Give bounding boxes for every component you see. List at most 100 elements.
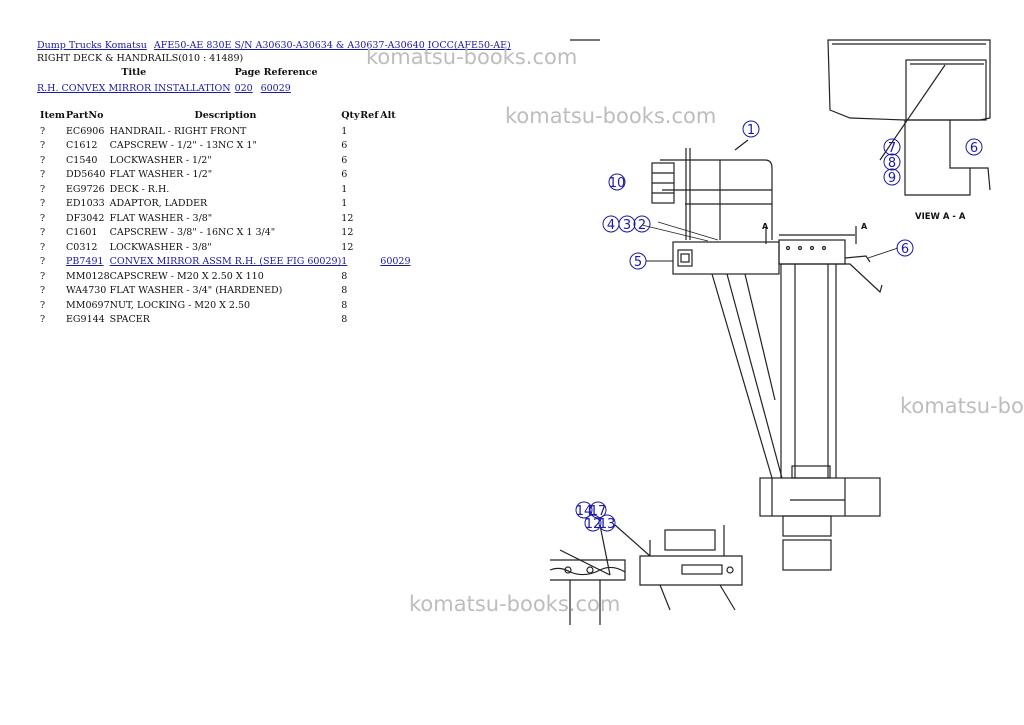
callout-balloon <box>584 514 602 532</box>
parts-qty: 1 <box>341 125 348 137</box>
parts-description: FLAT WASHER - 3/8" <box>109 212 213 224</box>
parts-ref <box>360 226 380 241</box>
parts-qty: 6 <box>341 154 348 166</box>
watermark: komatsu-books.com <box>366 45 578 69</box>
callout-number: 6 <box>970 141 978 156</box>
callout-balloon <box>883 153 901 171</box>
callout-balloon <box>575 501 593 519</box>
parts-item: ? <box>40 241 46 253</box>
header-item: Item <box>40 110 65 121</box>
parts-alt <box>380 168 410 183</box>
callout-balloon <box>965 138 983 156</box>
parts-ref <box>360 298 380 313</box>
parts-description-link[interactable]: CONVEX MIRROR ASSM R.H. (SEE FIG 60029) <box>109 256 342 268</box>
parts-ref <box>360 168 380 183</box>
section-marker: A <box>861 222 868 231</box>
parts-qty: 6 <box>341 140 348 152</box>
parts-qty: 6 <box>341 169 348 181</box>
parts-row: ? PB7491 CONVEX MIRROR ASSM R.H. (SEE FIG … <box>40 255 411 270</box>
parts-partno: EG9144 <box>66 314 105 326</box>
parts-item: ? <box>40 183 46 195</box>
parts-item: ? <box>40 285 46 297</box>
parts-description: LOCKWASHER - 3/8" <box>109 241 212 253</box>
parts-partno: DD5640 <box>66 169 106 181</box>
parts-item: ? <box>40 154 46 166</box>
parts-description: CAPSCREW - 1/2" - 13NC X 1" <box>109 140 257 152</box>
callout-balloon <box>883 138 901 156</box>
parts-ref <box>360 284 380 299</box>
parts-item: ? <box>40 256 46 268</box>
parts-ref <box>360 182 380 197</box>
callout-balloon <box>629 252 647 270</box>
page-reference-table: Title Page Reference R.H. CONVEX MIRROR … <box>37 67 322 94</box>
deck-rh: A A <box>672 222 883 294</box>
breadcrumb-link-model[interactable]: AFE50-AE 830E S/N A30630-A30634 & A30637… <box>153 40 511 51</box>
parts-item: ? <box>40 314 46 326</box>
parts-alt <box>380 139 410 154</box>
view-a-a-detail: VIEW A - A <box>827 39 991 222</box>
section-marker: A <box>762 222 769 231</box>
parts-partno: ED1033 <box>66 198 105 210</box>
callout-balloon <box>608 173 626 191</box>
callout-number: 7 <box>888 141 896 156</box>
parts-alt <box>380 197 410 212</box>
parts-partno: C0312 <box>66 241 98 253</box>
header-description: Description <box>194 110 257 121</box>
parts-item: ? <box>40 299 46 311</box>
parts-alt <box>380 240 410 255</box>
parts-alt <box>380 298 410 313</box>
breadcrumb-link-category[interactable]: Dump Trucks Komatsu <box>37 40 147 51</box>
parts-partno: MM0128 <box>66 270 110 282</box>
ref-page-link[interactable]: 020 <box>234 83 253 94</box>
ladder-column <box>711 264 881 571</box>
parts-partno: C1612 <box>66 140 98 152</box>
parts-qty: 8 <box>341 314 348 326</box>
parts-ref <box>360 124 380 139</box>
parts-partno: MM0697 <box>66 299 110 311</box>
callout-number: 3 <box>623 218 631 233</box>
parts-qty: 8 <box>341 299 348 311</box>
parts-qty: 8 <box>341 270 348 282</box>
header-alt: Alt <box>380 110 396 121</box>
parts-partno: WA4730 <box>66 285 107 297</box>
callout-number: 6 <box>901 242 909 257</box>
parts-description: CAPSCREW - 3/8" - 16NC X 1 3/4" <box>109 227 276 239</box>
parts-alt-link[interactable]: 60029 <box>380 256 411 268</box>
callout-number: 4 <box>607 218 615 233</box>
parts-qty: 12 <box>341 241 354 253</box>
parts-alt <box>380 153 410 168</box>
parts-alt <box>380 226 410 241</box>
callout-number: 13 <box>599 517 616 532</box>
parts-description: LOCKWASHER - 1/2" <box>109 154 212 166</box>
parts-alt <box>380 182 410 197</box>
parts-item: ? <box>40 125 46 137</box>
ref-header-page-reference: Page Reference <box>234 67 318 78</box>
section-title: RIGHT DECK & HANDRAILS(010 : 41489) <box>37 53 244 64</box>
view-label: VIEW A - A <box>915 212 966 222</box>
parts-qty-link[interactable]: 1 <box>341 256 348 268</box>
parts-ref <box>360 269 380 284</box>
callout-balloon <box>896 239 914 257</box>
parts-ref <box>360 211 380 226</box>
parts-description: NUT, LOCKING - M20 X 2.50 <box>109 299 251 311</box>
callout-number: 8 <box>888 156 896 171</box>
ref-title-link[interactable]: R.H. CONVEX MIRROR INSTALLATION <box>37 83 231 94</box>
callout-balloon <box>618 215 636 233</box>
parts-partno: C1601 <box>66 227 98 239</box>
parts-item: ? <box>40 198 46 210</box>
watermark: komatsu-bo <box>900 394 1024 418</box>
parts-qty: 8 <box>341 285 348 297</box>
callout-balloon <box>633 215 651 233</box>
parts-partno-link[interactable]: PB7491 <box>66 256 104 268</box>
parts-table: Item PartNo Description Qty Ref Alt ?EC6… <box>40 110 411 327</box>
ref-number-link[interactable]: 60029 <box>260 83 291 94</box>
parts-description: CAPSCREW - M20 X 2.50 X 110 <box>109 270 264 282</box>
